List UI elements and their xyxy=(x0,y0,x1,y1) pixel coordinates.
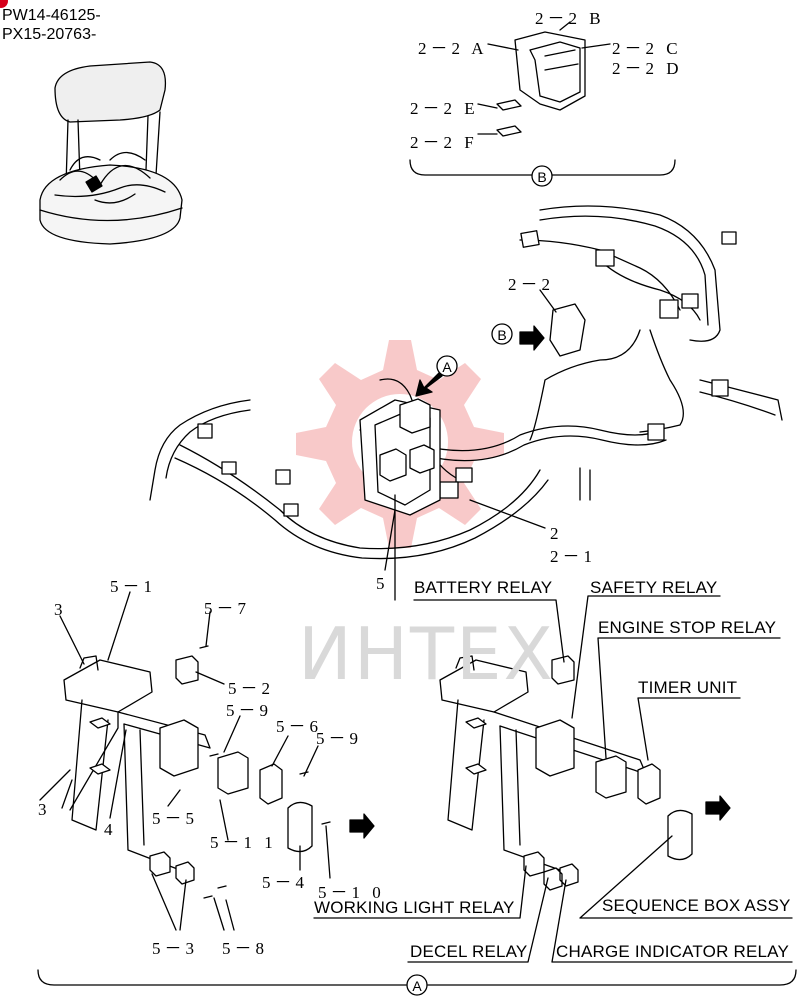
serial-range-1: PW14-46125- xyxy=(2,7,101,24)
callout-battery-relay: BATTERY RELAY xyxy=(414,578,553,597)
part-5-11: 5－1 1 xyxy=(210,833,277,852)
part-2: 2 xyxy=(550,524,563,543)
part-5-9a: 5－9 xyxy=(226,701,272,720)
part-3-top: 3 xyxy=(54,600,67,619)
view-b-arrow-icon xyxy=(519,325,545,351)
part-2-2f: 2－2 F xyxy=(410,133,478,152)
harness-connectors-icon xyxy=(197,230,737,517)
part-5-9b: 5－9 xyxy=(316,729,362,748)
view-b-label-marker-icon xyxy=(491,323,513,345)
part-4: 4 xyxy=(104,820,117,839)
callout-working-light-relay: WORKING LIGHT RELAY xyxy=(314,898,515,917)
relay-bracket-assembly-icon xyxy=(359,398,441,601)
part-3-left: 3 xyxy=(38,800,51,819)
part-5-10: 5－1 0 xyxy=(318,883,385,902)
view-a-arrow-icon xyxy=(415,371,443,397)
serial-range-2: PX15-20763- xyxy=(2,26,97,43)
corner-badge xyxy=(0,0,8,8)
view-a-marker-icon xyxy=(436,355,458,377)
part-5-6: 5－6 xyxy=(276,717,322,736)
part-2-2d: 2－2 D xyxy=(612,59,683,78)
exploded-relay-bracket-icon xyxy=(63,645,375,899)
view-b-letter-2: B xyxy=(497,327,506,343)
view-b-letter: B xyxy=(537,169,546,185)
part-2-2: 2－2 xyxy=(508,275,554,294)
part-5-1: 5－1 xyxy=(110,577,156,596)
part-5-2: 5－2 xyxy=(228,679,274,698)
part-2-2c: 2－2 C xyxy=(612,39,682,58)
watermark-text: ИНТЕХ xyxy=(298,612,555,696)
callout-decel-relay: DECEL RELAY xyxy=(410,942,528,961)
view-a-letter: A xyxy=(442,359,452,375)
holder-2-2-main-icon xyxy=(549,303,586,357)
part-2-2a: 2－2 A xyxy=(418,39,488,58)
wiring-harness-icon xyxy=(149,205,783,560)
part-2-2b: 2－2 B xyxy=(535,9,605,28)
part-2-2e: 2－2 E xyxy=(410,99,479,118)
part-2-1: 2－1 xyxy=(550,547,596,566)
callout-timer-unit: TIMER UNIT xyxy=(638,678,738,697)
part-5-8: 5－8 xyxy=(222,939,268,958)
part-5-4: 5－4 xyxy=(262,873,308,892)
holder-2-2-icon xyxy=(496,31,586,137)
callout-engine-stop-relay: ENGINE STOP RELAY xyxy=(598,618,777,637)
assembled-relay-bracket-icon xyxy=(439,655,731,891)
part-5-7: 5－7 xyxy=(204,599,250,618)
machine-overview-icon xyxy=(39,61,183,245)
callout-sequence-box-assy: SEQUENCE BOX ASSY xyxy=(602,896,791,915)
callout-safety-relay: SAFETY RELAY xyxy=(590,578,718,597)
view-b-bracket xyxy=(409,159,676,176)
view-a-letter-bottom: A xyxy=(412,978,422,994)
part-5: 5 xyxy=(376,574,389,593)
view-a-bottom-marker-icon xyxy=(406,974,428,996)
view-a-bracket xyxy=(37,969,797,986)
view-b-marker-icon xyxy=(531,165,553,187)
callout-charge-indicator-relay: CHARGE INDICATOR RELAY xyxy=(556,942,789,961)
part-5-5: 5－5 xyxy=(152,809,198,828)
part-5-3: 5－3 xyxy=(152,939,198,958)
